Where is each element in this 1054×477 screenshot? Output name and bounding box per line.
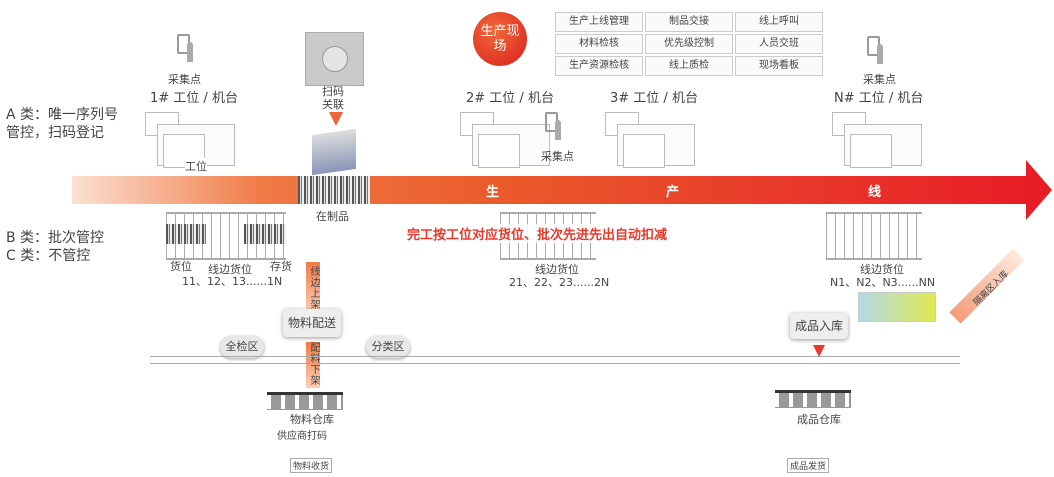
module-item[interactable]: 生产资源检核 [555, 56, 643, 76]
data-collection-image [858, 292, 936, 322]
production-line-arrow [72, 176, 1028, 204]
wip-label: 在制品 [316, 210, 349, 223]
machine-icon [832, 112, 922, 172]
product-in-box[interactable]: 成品入库 [790, 313, 848, 339]
station-inner-label: 工位 [185, 158, 207, 174]
module-item[interactable]: 制品交接 [645, 12, 733, 32]
class-b: B 类：批次管控 [6, 230, 105, 246]
warehouse-box-icon [312, 128, 356, 176]
rack-ids: 21、22、23......2N [509, 276, 610, 289]
rack-mid-label: 线边货位 [860, 263, 904, 276]
material-warehouse-icon [267, 392, 343, 410]
material-receive-label[interactable]: 物料收货 [290, 458, 333, 473]
rack-right-label: 存货 [270, 260, 292, 273]
badge-text: 生产现场 [480, 24, 520, 54]
rack-ids: 11、12、13......1N [182, 275, 283, 288]
logistics-rail [150, 356, 960, 364]
class-a-line2: 管控，扫码登记 [6, 125, 104, 141]
line-side-rack [826, 212, 922, 260]
machine-icon [460, 112, 550, 172]
station-3-label: 3# 工位 / 机台 [610, 91, 698, 106]
product-warehouse-icon [775, 390, 851, 408]
module-item[interactable]: 人员交班 [735, 34, 823, 54]
line-char: 产 [666, 185, 680, 200]
collect-point-label: 采集点 [863, 73, 896, 86]
deduction-notice: 完工按工位对应货位、批次先进先出自动扣减 [407, 224, 668, 243]
product-ship-label[interactable]: 成品发货 [787, 458, 830, 473]
line-char: 线 [868, 185, 882, 200]
picking-label: 配料下架 [308, 342, 319, 386]
rack-mid-label: 线边货位 [208, 263, 252, 276]
station-2-label: 2# 工位 / 机台 [466, 91, 554, 106]
product-warehouse-label: 成品仓库 [797, 413, 841, 426]
class-bc-label: B 类：批次管控 C 类：不管控 [6, 229, 104, 265]
full-inspection-zone[interactable]: 全检区 [220, 336, 264, 358]
module-item[interactable]: 线上质检 [645, 56, 733, 76]
sorting-zone[interactable]: 分类区 [366, 336, 410, 358]
rack-mid-label: 线边货位 [535, 263, 579, 276]
class-a-line1: A 类：唯一序列号 [6, 107, 119, 123]
phone-person-icon [177, 32, 193, 68]
phone-person-icon [867, 34, 883, 70]
down-arrow-icon [813, 345, 825, 357]
module-item[interactable]: 线上呼叫 [735, 12, 823, 32]
material-warehouse-label: 物料仓库 [290, 413, 334, 426]
material-delivery-box[interactable]: 物料配送 [283, 309, 341, 337]
quarantine-label: 隔离区入库 [971, 269, 1011, 309]
scan-link-label: 扫码关联 [322, 85, 344, 111]
wip-barcode [298, 176, 370, 204]
module-item[interactable]: 材料检核 [555, 34, 643, 54]
station-n-label: N# 工位 / 机台 [834, 91, 924, 106]
module-item[interactable]: 现场看板 [735, 56, 823, 76]
line-side-rack [166, 212, 286, 260]
quarantine-arrow: 隔离区入库 [949, 248, 1025, 324]
rack-ids: N1、N2、N3......NN [830, 276, 936, 289]
phone-person-icon [545, 110, 561, 146]
production-site-badge: 生产现场 [473, 12, 527, 66]
shelf-up-label: 线边上架 [308, 266, 319, 310]
module-item[interactable]: 优先级控制 [645, 34, 733, 54]
machine-icon [605, 112, 695, 172]
station-1-label: 1# 工位 / 机台 [150, 91, 238, 106]
rack-left-label: 货位 [170, 260, 192, 273]
collect-point-label: 采集点 [541, 150, 574, 163]
class-a-label: A 类：唯一序列号管控，扫码登记 [6, 106, 118, 142]
supplier-label: 供应商打码 [277, 431, 327, 442]
class-c: C 类：不管控 [6, 248, 91, 264]
collect-point-label: 采集点 [168, 73, 201, 86]
down-arrow-icon [329, 112, 343, 126]
machine-icon: 工位 [145, 112, 235, 174]
up-arrow-icon [306, 342, 320, 388]
arrow-head [1026, 160, 1052, 220]
up-arrow-icon [306, 262, 320, 314]
line-char: 生 [486, 185, 500, 200]
part-photo [305, 32, 364, 86]
module-item[interactable]: 生产上线管理 [555, 12, 643, 32]
